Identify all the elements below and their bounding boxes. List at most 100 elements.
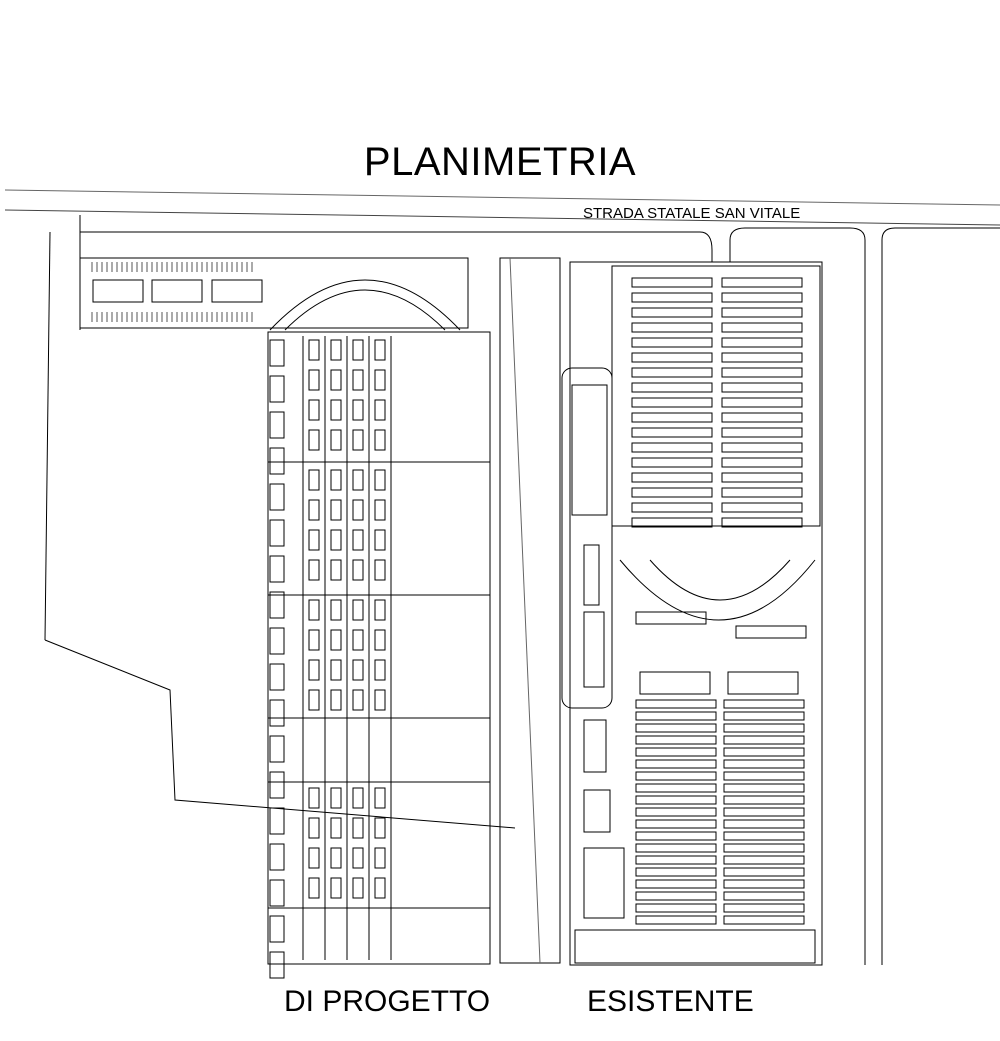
tomb-module — [353, 660, 363, 680]
burial-row — [722, 428, 802, 437]
tomb-module — [309, 630, 319, 650]
tomb-module — [375, 560, 385, 580]
burial-row — [632, 428, 712, 437]
tomb-module — [309, 340, 319, 360]
tomb-module — [309, 848, 319, 868]
burial-row — [632, 518, 712, 527]
burial-row — [636, 832, 716, 840]
tomb-module — [309, 470, 319, 490]
tomb-module — [353, 600, 363, 620]
burial-row — [724, 856, 804, 864]
burial-row — [632, 323, 712, 332]
tomb-module — [375, 600, 385, 620]
side-cell — [270, 520, 284, 546]
burial-row — [636, 748, 716, 756]
burial-row — [722, 383, 802, 392]
tomb-module — [375, 788, 385, 808]
burial-row — [722, 473, 802, 482]
side-cell — [270, 916, 284, 942]
burial-row — [722, 293, 802, 302]
service-building — [572, 385, 607, 515]
burial-row — [724, 712, 804, 720]
tomb-module — [331, 600, 341, 620]
arched-structure — [270, 280, 460, 330]
side-cell — [270, 628, 284, 654]
burial-row — [722, 353, 802, 362]
burial-row — [724, 820, 804, 828]
tomb-module — [309, 530, 319, 550]
burial-row — [724, 724, 804, 732]
burial-row — [722, 323, 802, 332]
tomb-module — [375, 818, 385, 838]
tomb-module — [375, 530, 385, 550]
tomb-module — [375, 630, 385, 650]
tomb-module — [331, 788, 341, 808]
tomb-module — [309, 878, 319, 898]
burial-row — [632, 473, 712, 482]
tomb-module — [353, 470, 363, 490]
tomb-module — [375, 690, 385, 710]
burial-row — [632, 383, 712, 392]
tomb-module — [353, 530, 363, 550]
burial-row — [632, 443, 712, 452]
tomb-module — [353, 630, 363, 650]
tomb-module — [375, 470, 385, 490]
burial-row — [636, 880, 716, 888]
side-cell — [270, 952, 284, 978]
tomb-module — [331, 630, 341, 650]
burial-row — [722, 338, 802, 347]
parking-block — [212, 280, 262, 302]
plan-title: PLANIMETRIA — [363, 140, 637, 184]
tomb-module — [309, 788, 319, 808]
side-cell — [270, 700, 284, 726]
tomb-module — [353, 500, 363, 520]
tomb-module — [353, 818, 363, 838]
burial-row — [636, 700, 716, 708]
side-cell — [270, 484, 284, 510]
tomb-module — [375, 400, 385, 420]
burial-row — [636, 892, 716, 900]
burial-row — [724, 700, 804, 708]
burial-row — [636, 612, 706, 624]
tomb-module — [309, 500, 319, 520]
chapel-block — [728, 672, 798, 694]
side-cell — [270, 664, 284, 690]
burial-row — [736, 626, 806, 638]
burial-row — [724, 880, 804, 888]
burial-row — [724, 760, 804, 768]
service-building — [584, 848, 624, 918]
burial-row — [722, 308, 802, 317]
burial-row — [724, 784, 804, 792]
burial-row — [724, 772, 804, 780]
burial-row — [632, 488, 712, 497]
burial-row — [636, 868, 716, 876]
side-cell — [270, 808, 284, 834]
side-cell — [270, 340, 284, 366]
burial-row — [636, 760, 716, 768]
burial-row — [632, 413, 712, 422]
burial-row — [636, 904, 716, 912]
tomb-module — [309, 690, 319, 710]
tomb-module — [331, 560, 341, 580]
burial-row — [724, 808, 804, 816]
burial-row — [632, 338, 712, 347]
service-building — [584, 720, 606, 772]
side-cell — [270, 556, 284, 582]
existing-cemetery — [562, 262, 822, 965]
tomb-module — [353, 788, 363, 808]
burial-row — [724, 736, 804, 744]
burial-row — [722, 488, 802, 497]
tomb-module — [309, 660, 319, 680]
tomb-module — [353, 848, 363, 868]
tomb-module — [331, 340, 341, 360]
tomb-module — [353, 690, 363, 710]
parking-block — [93, 280, 143, 302]
tomb-module — [375, 370, 385, 390]
burial-row — [632, 278, 712, 287]
tomb-module — [309, 600, 319, 620]
burial-row — [722, 458, 802, 467]
tomb-module — [353, 430, 363, 450]
burial-row — [724, 904, 804, 912]
tomb-module — [375, 660, 385, 680]
